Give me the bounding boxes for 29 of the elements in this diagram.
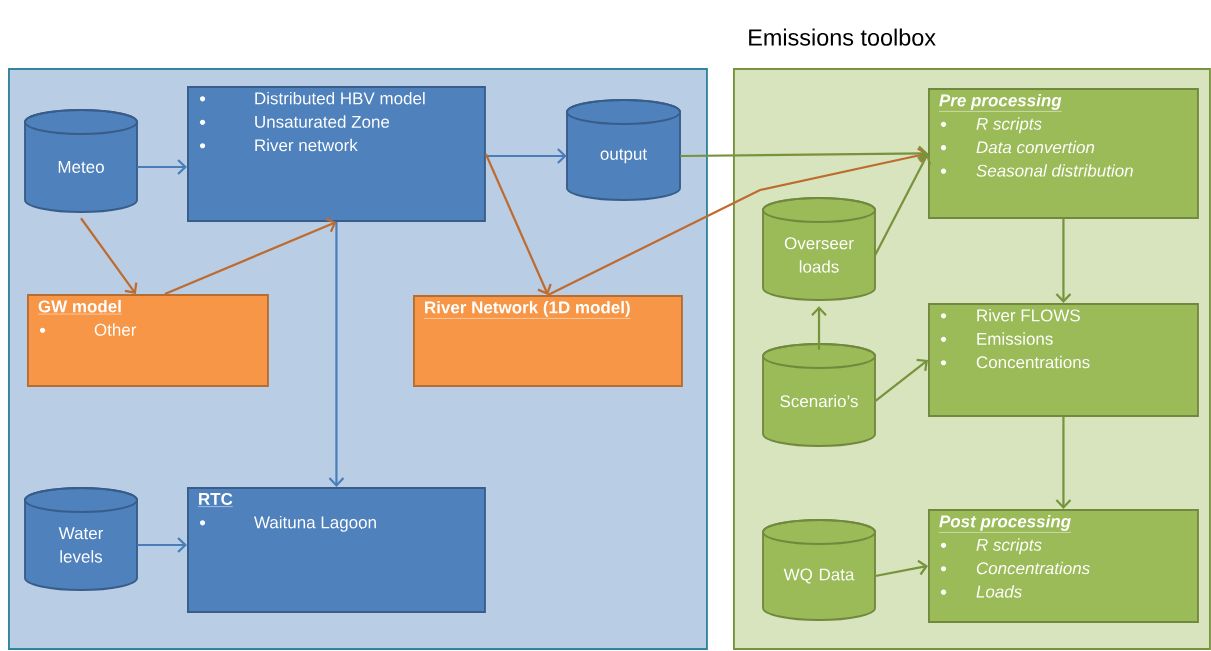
database-cylinder: output: [566, 99, 681, 201]
arrow: [137, 537, 187, 553]
process-box: RTC Waituna Lagoon: [187, 487, 486, 613]
arrow: [1055, 416, 1072, 509]
node-label: Emissions toolbox: [749, 28, 936, 46]
database-cylinder: Water levels: [24, 487, 138, 591]
database-cylinder: WQ Data: [762, 519, 876, 621]
database-cylinder: Scenario’s: [762, 343, 876, 447]
database-cylinder: Meteo: [24, 109, 138, 213]
arrow: [680, 145, 928, 162]
process-box: Pre processing R scripts Data convertion Seasonal distribution: [928, 88, 1199, 219]
process-box: GW model Other: [27, 294, 269, 387]
arrow: [1055, 218, 1072, 303]
arrow: [328, 221, 345, 487]
arrow: [485, 148, 567, 164]
arrow: [484, 153, 552, 295]
arrow: [811, 306, 827, 350]
database-cylinder: Overseer loads: [762, 197, 876, 301]
arrow: [874, 358, 928, 402]
arrow: [137, 159, 187, 175]
arrow: [875, 559, 928, 578]
process-box: River FLOWS Emissions Concentrations: [928, 303, 1199, 417]
arrow: [547, 147, 928, 296]
arrow: [874, 153, 932, 256]
process-box: Post processing R scripts Concentrations Loads: [928, 509, 1199, 623]
arrow: [164, 217, 337, 296]
process-box: River Network (1D model): [413, 295, 683, 387]
process-box: Distributed HBV model Unsaturated Zone River network: [187, 86, 486, 222]
arrow: [80, 217, 138, 294]
